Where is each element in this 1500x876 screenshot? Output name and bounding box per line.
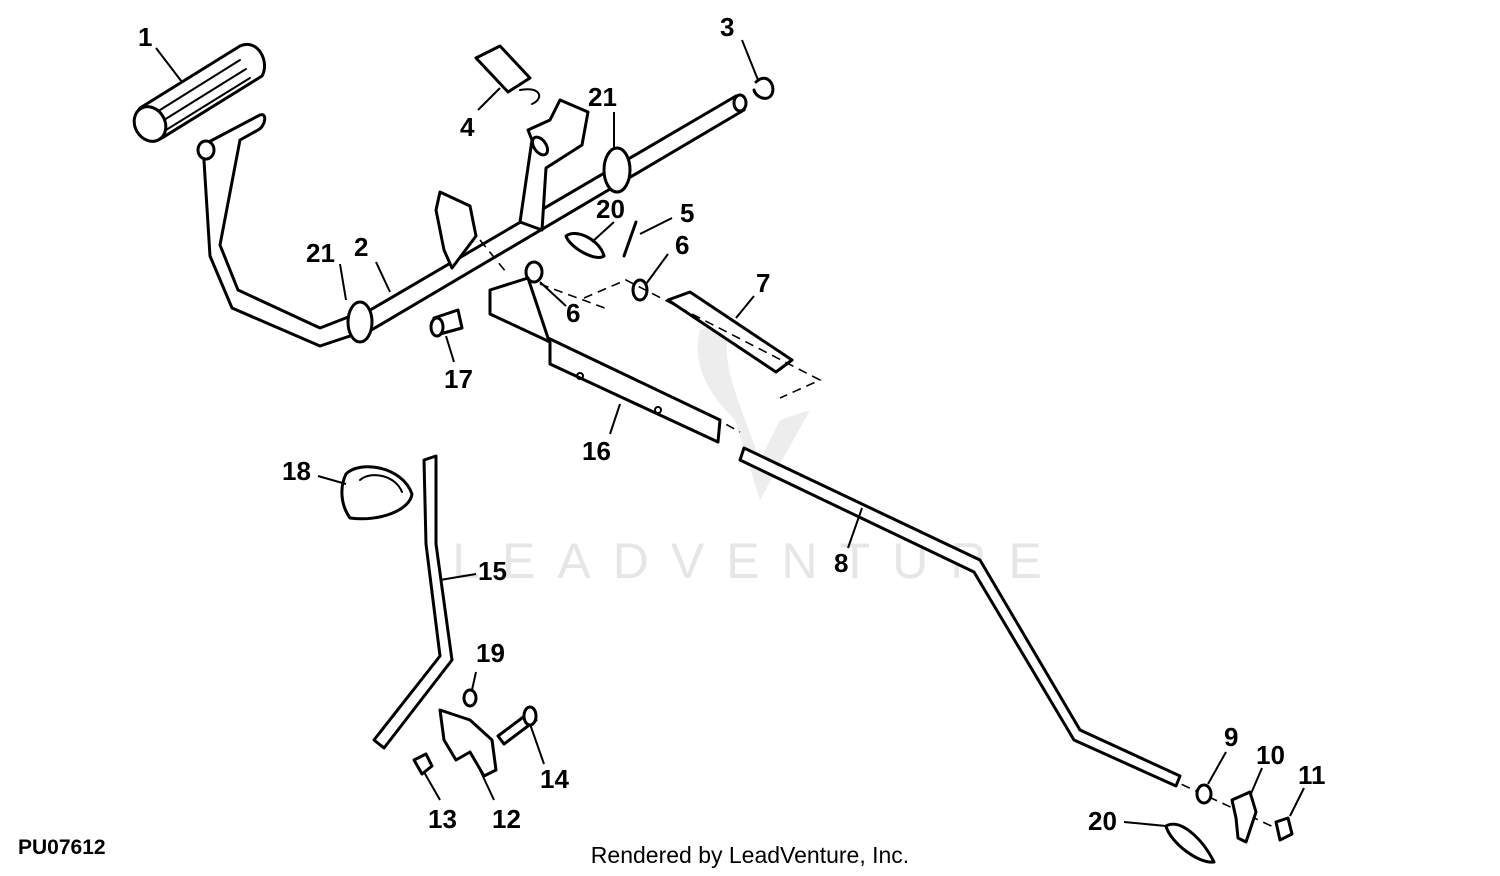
pin-17	[429, 308, 464, 338]
linkage-bracket-16	[488, 276, 722, 444]
callout-6-right: 6	[675, 230, 689, 260]
washer-21-right	[602, 146, 632, 194]
callout-20-upper: 20	[596, 194, 625, 224]
callout-5: 5	[680, 198, 694, 228]
cotter-pin-5	[622, 220, 638, 258]
hairpin-20-upper	[564, 232, 606, 259]
rod-15	[372, 454, 454, 750]
callout-12: 12	[492, 804, 521, 834]
callout-6-left: 6	[566, 298, 580, 328]
clip-3	[752, 76, 775, 100]
callout-15: 15	[478, 556, 507, 586]
pedal-bracket	[518, 98, 590, 232]
callout-21-left: 21	[306, 238, 335, 268]
callout-3: 3	[720, 12, 734, 42]
swivel-10	[1230, 790, 1258, 844]
pedal-arm	[196, 113, 358, 348]
spring-7	[666, 290, 794, 374]
bolt-14	[496, 705, 538, 746]
washer-6-left	[524, 260, 544, 284]
callout-20-lower: 20	[1088, 806, 1117, 836]
footer-credit: Rendered by LeadVenture, Inc.	[590, 842, 910, 868]
washer-9	[1195, 783, 1213, 805]
bracket-12	[438, 708, 498, 778]
callout-13: 13	[428, 804, 457, 834]
washer-19	[462, 688, 478, 708]
callout-18: 18	[282, 456, 311, 486]
figure-id: PU07612	[18, 836, 106, 859]
hairpin-20-lower	[1164, 822, 1216, 864]
callout-19: 19	[476, 638, 505, 668]
callout-8: 8	[834, 548, 848, 578]
nut-11	[1274, 816, 1294, 842]
nut-13	[412, 752, 434, 776]
callout-1: 1	[138, 22, 152, 52]
washer-21-left	[346, 300, 374, 344]
callout-17: 17	[444, 364, 473, 394]
callout-2: 2	[354, 232, 368, 262]
knob-18	[340, 465, 414, 521]
callout-16: 16	[582, 436, 611, 466]
callout-11: 11	[1298, 760, 1326, 790]
rod-8	[738, 446, 1182, 788]
shaft-bracket	[434, 190, 478, 270]
callout-9: 9	[1224, 722, 1238, 752]
leadventure-watermark: LEADVENTURE	[452, 320, 1042, 589]
callout-4: 4	[460, 112, 475, 142]
callout-14: 14	[540, 764, 569, 794]
callout-21-right: 21	[588, 82, 617, 112]
callout-10: 10	[1256, 740, 1285, 770]
callout-7: 7	[756, 268, 770, 298]
spring-4	[474, 44, 541, 105]
leader-lines	[155, 39, 1305, 827]
callout-labels: 1 2 3 4 5 6 6 7 8 9 10 11 12 13 14 15 16…	[138, 12, 1326, 836]
pedal-pad	[132, 42, 266, 143]
